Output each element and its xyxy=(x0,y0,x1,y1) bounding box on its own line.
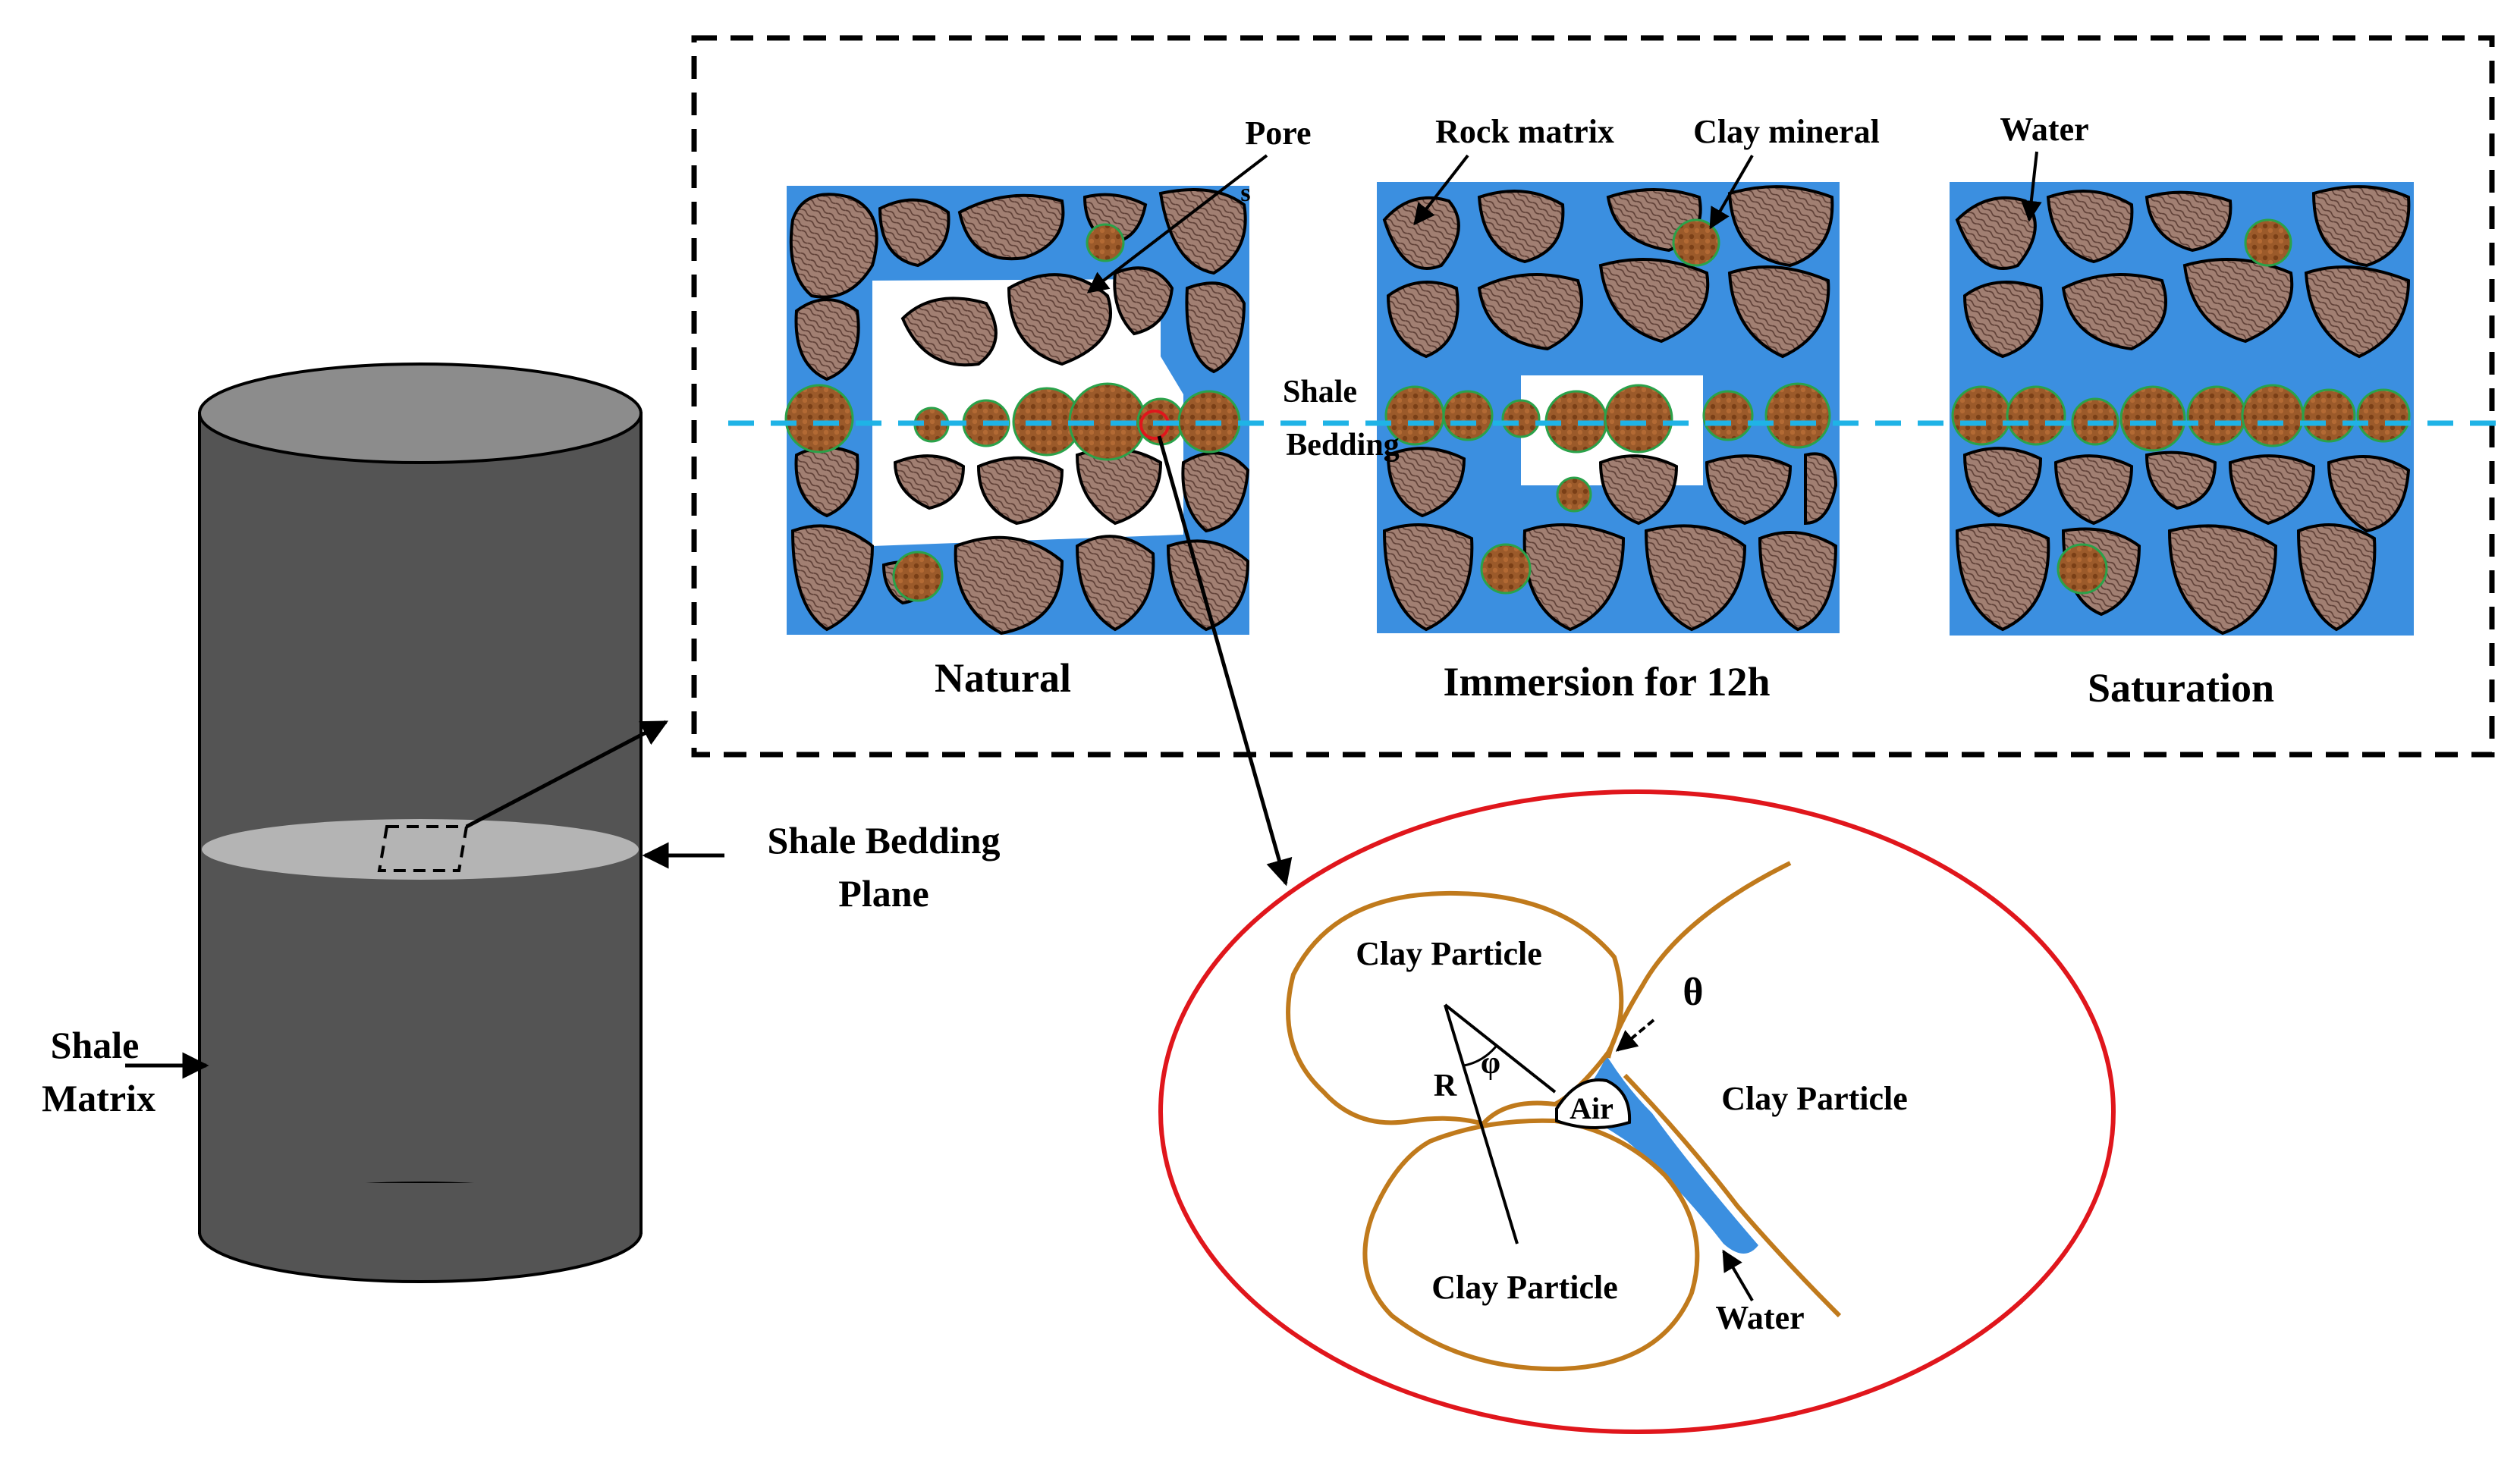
panel-natural-caption: Natural xyxy=(935,655,1071,701)
bedding-sample-box xyxy=(377,825,469,872)
shale-bedding-label-line1: Shale xyxy=(1283,375,1357,410)
bedding-plane xyxy=(202,819,639,880)
theta-label: θ xyxy=(1683,971,1703,1014)
water-top-arrow xyxy=(2020,151,2042,222)
rock-matrix-label: Rock matrix xyxy=(1435,113,1614,150)
panel-immersion-clay xyxy=(1384,218,1831,595)
panel-immersion-rocks xyxy=(1382,185,1838,632)
zoom-connector-arrow xyxy=(1157,435,1293,887)
panels-dashed-frame xyxy=(691,35,2495,758)
panel-saturation-caption: Saturation xyxy=(2088,665,2274,711)
shale-bedding-label-line2: Bedding xyxy=(1286,428,1399,463)
pore-arrow xyxy=(1086,154,1268,293)
panel-immersion-caption: Immersion for 12h xyxy=(1444,659,1771,705)
shale-matrix-label-line1: Shale xyxy=(51,1024,140,1066)
water-bottom-arrow xyxy=(1722,1249,1754,1302)
air-bubble xyxy=(1555,1078,1632,1129)
panel-saturation-clay xyxy=(1951,218,2411,595)
panel-natural: Natural xyxy=(784,186,1250,701)
theta-arrow xyxy=(1615,1018,1655,1052)
sample-to-panels-arrow xyxy=(465,720,669,829)
water-top-label: Water xyxy=(2000,111,2088,148)
cylinder-top xyxy=(198,363,643,464)
pore-label: Pore xyxy=(1245,115,1311,152)
axis-line xyxy=(1444,1004,1519,1244)
bedding-plane-label-line2: Plane xyxy=(838,872,929,915)
phi-angle-arc xyxy=(1463,1046,1497,1067)
clay-particle-right-lower xyxy=(1623,1073,1842,1318)
clay-particle-top-left-label: Clay Particle xyxy=(1356,935,1542,972)
phi-label: φ xyxy=(1481,1046,1500,1081)
pore-label-fragment: s xyxy=(1240,179,1250,207)
clay-particle-right-label: Clay Particle xyxy=(1721,1080,1908,1117)
clay-particle-bottom-label: Clay Particle xyxy=(1431,1269,1618,1306)
zoom-detail: Air φ R θ Clay Particle Clay Particle Cl… xyxy=(1158,789,2116,1434)
panel-saturation-rocks xyxy=(1955,185,2411,636)
rock-matrix-arrow xyxy=(1413,154,1469,226)
bedding-plane-label-line1: Shale Bedding xyxy=(767,819,1000,862)
water-bottom-label: Water xyxy=(1715,1299,1804,1336)
panel-saturation: Saturation xyxy=(1950,182,2414,711)
radius-label: R xyxy=(1434,1069,1457,1103)
clay-mineral-label: Clay mineral xyxy=(1693,113,1880,150)
radius-line xyxy=(1444,1003,1557,1094)
top-callouts: Pore s Rock matrix Clay mineral Water Sh… xyxy=(1086,111,2089,463)
panel-natural-rocks xyxy=(789,188,1250,636)
shale-cylinder: Shale Bedding Plane Shale Matrix xyxy=(42,363,1001,1283)
panel-immersion: Immersion for 12h xyxy=(1377,182,1840,705)
air-label: Air xyxy=(1570,1091,1613,1125)
shale-matrix-label-line2: Matrix xyxy=(42,1077,156,1119)
clay-mineral-arrow xyxy=(1709,154,1754,230)
